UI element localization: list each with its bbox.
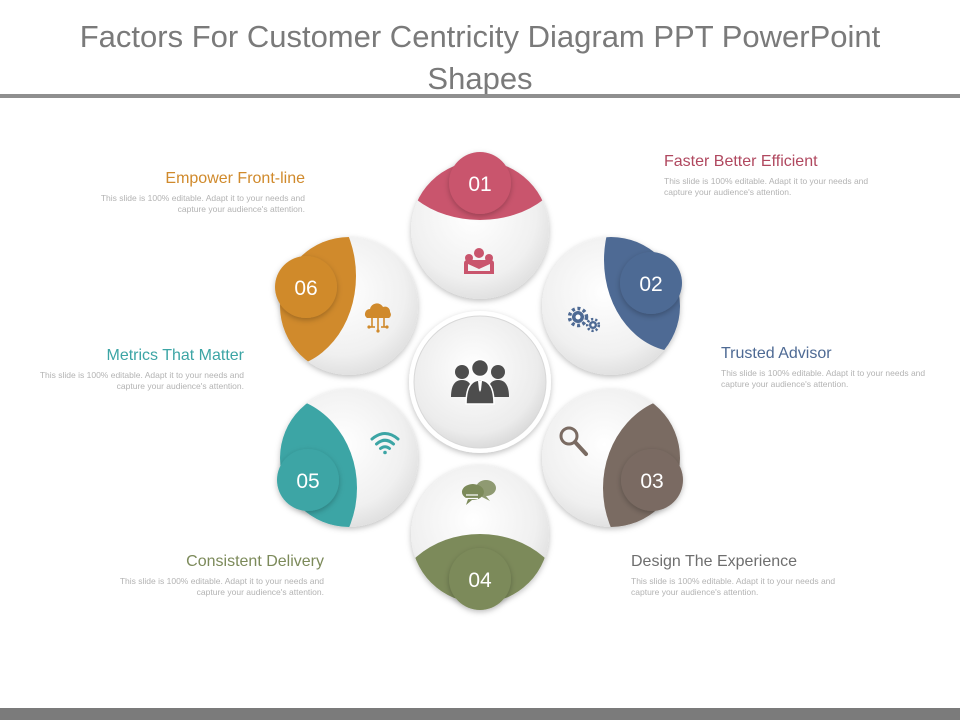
segment-05-text: Metrics That Matter This slide is 100% e… [34,346,244,392]
segment-05-number: 05 [296,470,319,493]
segment-06: 06 [275,237,418,375]
segment-06-heading: Empower Front-line [165,170,305,187]
cloud-network-icon [364,303,391,333]
segment-03-number: 03 [640,470,663,493]
segment-02-description: This slide is 100% editable. Adapt it to… [721,368,926,389]
segment-01-number: 01 [468,173,491,196]
segment-01-number-badge [449,152,511,214]
wifi-icon [370,432,400,455]
segment-01: 01 [411,152,549,299]
footer-bar [0,708,960,720]
center-disc [409,311,551,453]
segment-05-heading: Metrics That Matter [106,347,244,364]
segment-04-colour-cap [411,534,549,603]
segment-06-colour-cap [280,237,356,368]
segment-03-number-badge [621,449,683,511]
segment-01-text: Faster Better Efficient This slide is 10… [664,152,874,198]
people-group-icon [464,248,494,274]
segment-05-description: This slide is 100% editable. Adapt it to… [39,370,244,391]
segment-03-heading: Design The Experience [631,553,798,570]
segment-03-colour-cap [603,396,680,527]
segment-06-description: This slide is 100% editable. Adapt it to… [100,193,305,214]
segment-02-heading: Trusted Advisor [721,345,832,362]
segment-01-heading: Faster Better Efficient [664,153,818,170]
page-title: Factors For Customer Centricity Diagram … [79,19,881,96]
segment-03-text: Design The Experience This slide is 100%… [631,552,841,598]
segment-04-number: 04 [468,569,492,592]
magnifier-icon [559,426,588,456]
segment-04-description: This slide is 100% editable. Adapt it to… [119,576,324,597]
segment-06-text: Empower Front-line This slide is 100% ed… [95,169,305,215]
segment-04-number-badge [449,548,511,610]
segment-02-number-badge [620,252,682,314]
segment-04-text: Consistent Delivery This slide is 100% e… [114,552,324,598]
segment-05-colour-cap [280,396,357,527]
chat-bubbles-icon [461,480,496,505]
segment-05: 05 [277,389,418,527]
segment-03: 03 [542,389,683,527]
segment-04-heading: Consistent Delivery [186,553,324,570]
segment-03-description: This slide is 100% editable. Adapt it to… [631,576,836,597]
segment-06-number: 06 [294,277,317,300]
segment-01-description: This slide is 100% editable. Adapt it to… [664,176,869,197]
segment-05-number-badge [277,449,339,511]
segment-02-text: Trusted Advisor This slide is 100% edita… [721,344,931,390]
segment-02-number: 02 [639,273,662,296]
gears-icon [567,306,601,333]
team-icon [451,358,509,405]
segment-04: 04 [411,465,549,610]
title-divider [0,94,960,98]
segment-02: 02 [542,237,682,375]
segment-06-number-badge [275,256,337,318]
segment-01-colour-cap [411,161,549,220]
